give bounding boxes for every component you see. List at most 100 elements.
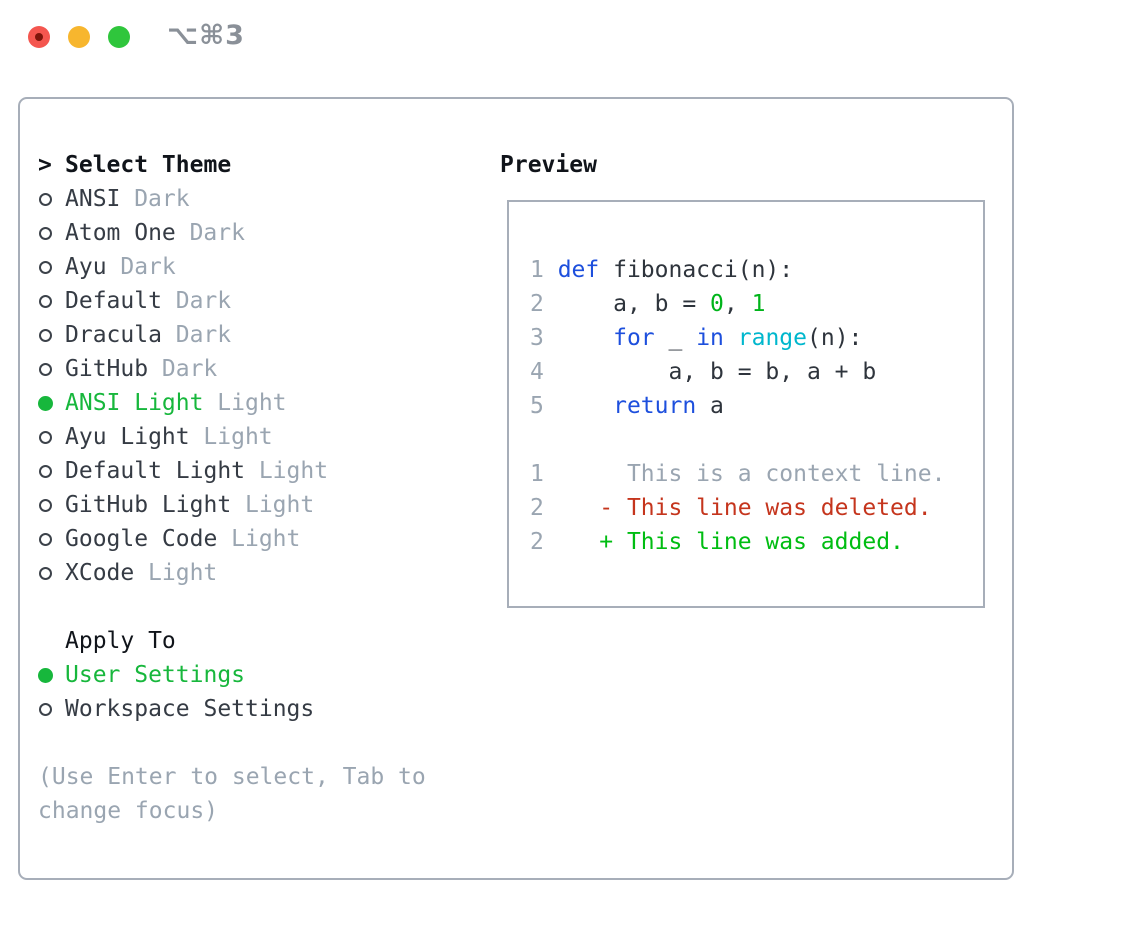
prompt-caret: > — [38, 152, 52, 178]
code-segment-tx: a — [696, 393, 724, 419]
theme-option[interactable]: Ayu Dark — [38, 250, 478, 284]
code-line: 5 return a — [530, 389, 945, 423]
apply-to-option[interactable]: Workspace Settings — [38, 692, 478, 726]
option-label: Default — [65, 288, 162, 314]
apply-to-option[interactable]: User Settings — [38, 658, 478, 692]
code-segment-kw: return — [613, 393, 697, 419]
radio-unselected-icon — [39, 260, 52, 274]
theme-option[interactable]: XCode Light — [38, 556, 478, 590]
minimize-button[interactable] — [68, 26, 90, 48]
theme-option[interactable]: Ayu Light Light — [38, 420, 478, 454]
theme-option[interactable]: GitHub Light Light — [38, 488, 478, 522]
code-segment-tx — [544, 325, 613, 351]
option-label: Workspace Settings — [65, 696, 315, 722]
option-label: XCode — [65, 560, 135, 586]
radio-unselected-icon — [39, 362, 52, 376]
radio-unselected-icon — [39, 464, 52, 478]
code-segment-tx: , — [723, 291, 752, 317]
option-label: GitHub — [65, 356, 149, 382]
theme-variant-tag: Light — [231, 526, 301, 552]
select-theme-header-row: > Select Theme — [38, 148, 478, 182]
spacer-row — [38, 726, 478, 760]
select-theme-heading: Select Theme — [65, 152, 232, 178]
theme-option[interactable]: ANSI Dark — [38, 182, 478, 216]
radio-unselected-icon — [39, 566, 52, 580]
option-label: Ayu Light — [65, 424, 190, 450]
code-segment-tx: a, b = — [543, 291, 711, 317]
code-segment-tx: (n): — [807, 325, 863, 351]
code-segment-kw: in — [696, 325, 724, 351]
close-button[interactable] — [28, 26, 50, 48]
theme-option[interactable]: Atom One Dark — [38, 216, 478, 250]
code-line: 4 a, b = b, a + b — [530, 355, 945, 389]
option-label: Google Code — [65, 526, 218, 552]
code-segment-tx — [544, 495, 599, 521]
code-segment-tx: fibonacci(n): — [599, 257, 794, 283]
code-segment-tx — [724, 325, 738, 351]
option-label: Atom One — [65, 220, 176, 246]
code-segment-kw: def — [557, 257, 600, 283]
help-text-line1: (Use Enter to select, Tab to — [38, 764, 426, 790]
code-segment-num: 1 — [751, 291, 766, 317]
code-line — [530, 423, 945, 457]
code-segment-num: 0 — [710, 291, 724, 317]
code-segment-ln: 1 — [530, 461, 544, 487]
theme-variant-tag: Dark — [161, 356, 218, 382]
code-segment-ln: 1 — [530, 257, 558, 283]
option-label: Dracula — [65, 322, 162, 348]
code-segment-del: - This line was deleted. — [599, 495, 932, 521]
theme-variant-tag: Light — [148, 560, 218, 586]
radio-unselected-icon — [39, 532, 52, 546]
theme-option[interactable]: Dracula Dark — [38, 318, 478, 352]
option-label: GitHub Light — [65, 492, 232, 518]
option-label: Ayu — [65, 254, 107, 280]
radio-selected-icon — [38, 395, 53, 411]
theme-variant-tag: Light — [244, 492, 315, 518]
code-segment-ln: 5 — [530, 393, 544, 419]
code-segment-fn: range — [737, 325, 808, 351]
code-line: 3 for _ in range(n): — [530, 321, 945, 355]
option-label: ANSI Light — [65, 390, 204, 416]
radio-unselected-icon — [39, 498, 52, 512]
theme-variant-tag: Dark — [189, 220, 245, 246]
code-segment-tx — [544, 529, 599, 555]
preview-code: 1 def fibonacci(n): 2 a, b = 0, 1 3 for _ … — [530, 253, 945, 559]
preview-pane: 1 def fibonacci(n): 2 a, b = 0, 1 3 for _ … — [507, 200, 985, 608]
code-segment-ln: 2 — [530, 529, 544, 555]
option-label: ANSI — [65, 186, 121, 212]
theme-variant-tag: Dark — [134, 186, 190, 212]
radio-unselected-icon — [39, 294, 52, 308]
code-segment-tx: a, b = b, a + b — [543, 359, 877, 385]
radio-selected-icon — [38, 667, 53, 683]
window-shortcut-label: ⌥⌘3 — [167, 20, 245, 51]
code-segment-tx: _ — [654, 325, 697, 351]
code-line: 2 - This line was deleted. — [530, 491, 945, 525]
code-line: 2 + This line was added. — [530, 525, 945, 559]
spacer-row — [38, 590, 478, 624]
theme-option[interactable]: Google Code Light — [38, 522, 478, 556]
zoom-button[interactable] — [108, 26, 130, 48]
theme-variant-tag: Dark — [175, 322, 232, 348]
code-segment-add: + This line was added. — [599, 529, 904, 555]
theme-variant-tag: Light — [203, 424, 273, 450]
close-button-dot — [35, 33, 43, 41]
code-segment-ln: 2 — [530, 495, 544, 521]
code-line: 1 def fibonacci(n): — [530, 253, 945, 287]
theme-option[interactable]: GitHub Dark — [38, 352, 478, 386]
radio-unselected-icon — [39, 328, 52, 342]
apply-to-heading: Apply To — [65, 628, 176, 654]
option-label: Default Light — [65, 458, 246, 484]
code-segment-ln: 3 — [530, 325, 544, 351]
theme-variant-tag: Dark — [120, 254, 176, 280]
radio-unselected-icon — [39, 192, 52, 206]
code-segment-kw: for — [613, 325, 655, 351]
radio-unselected-icon — [39, 702, 52, 716]
radio-unselected-icon — [39, 226, 52, 240]
